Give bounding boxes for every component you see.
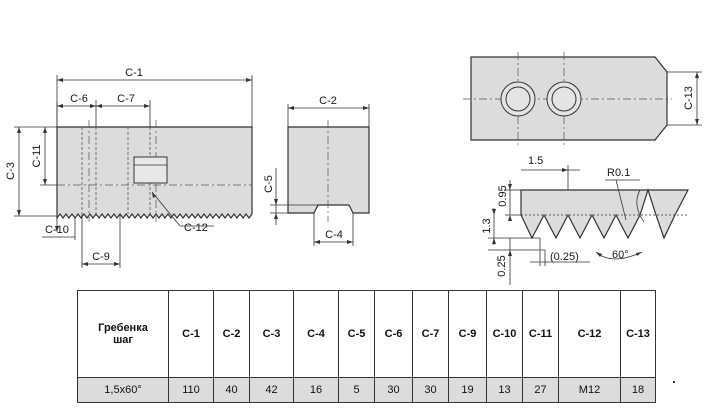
header-c2: C-2 bbox=[213, 290, 250, 378]
dim-label-c4: C-4 bbox=[325, 229, 343, 241]
header-grebenka-line2: шаг bbox=[113, 334, 133, 346]
header-c12: C-12 bbox=[558, 290, 621, 378]
cell-c13: 18 bbox=[620, 377, 656, 403]
angle-label: 60° bbox=[612, 249, 629, 261]
dim-label-c1: C-1 bbox=[125, 67, 143, 79]
header-c9: C-9 bbox=[448, 290, 487, 378]
dim-label-c13: C-13 bbox=[683, 86, 695, 110]
cell-c5: 5 bbox=[338, 377, 375, 403]
header-c1: C-1 bbox=[168, 290, 214, 378]
cell-c4: 16 bbox=[293, 377, 339, 403]
pitch-label: 1.5 bbox=[528, 155, 543, 167]
dim-label-c5: C-5 bbox=[263, 175, 275, 193]
dim-label-c2: C-2 bbox=[319, 95, 337, 107]
header-c11: C-11 bbox=[522, 290, 559, 378]
cell-c10: 13 bbox=[486, 377, 523, 403]
front-dimensions: C-1 C-6 C-7 C-3 C-11 C-10 C-9 bbox=[5, 67, 253, 268]
height-top-label: 0.95 bbox=[497, 185, 509, 206]
header-c5: C-5 bbox=[338, 290, 375, 378]
dim-label-c12: C-12 bbox=[184, 222, 208, 234]
radius-label: R0.1 bbox=[607, 167, 630, 179]
front-view bbox=[56, 120, 253, 222]
dim-label-c11: C-11 bbox=[31, 144, 43, 167]
header-c6: C-6 bbox=[374, 290, 413, 378]
header-c4: C-4 bbox=[293, 290, 339, 378]
top-view bbox=[463, 52, 672, 146]
cell-c2: 40 bbox=[213, 377, 250, 403]
cell-c1: 110 bbox=[168, 377, 214, 403]
height-total-label: 1.3 bbox=[481, 218, 493, 233]
stray-dot bbox=[673, 381, 675, 383]
dim-label-c10: C-10 bbox=[45, 224, 69, 236]
cell-c11: 27 bbox=[522, 377, 559, 403]
cell-c9: 19 bbox=[448, 377, 487, 403]
cell-c12: M12 bbox=[558, 377, 621, 403]
header-grebenka-line1: Гребенка bbox=[98, 322, 148, 334]
dim-label-c3: C-3 bbox=[5, 162, 17, 180]
dim-label-c7: C-7 bbox=[117, 93, 135, 105]
top-dimensions: C-13 bbox=[667, 71, 702, 126]
side-view bbox=[287, 120, 370, 222]
cell-grebenka: 1,5x60° bbox=[77, 377, 169, 403]
dim-label-c9: C-9 bbox=[92, 251, 110, 263]
cell-c3: 42 bbox=[249, 377, 294, 403]
header-c3: C-3 bbox=[249, 290, 294, 378]
header-c13: C-13 bbox=[620, 290, 656, 378]
cell-c7: 30 bbox=[412, 377, 449, 403]
dim-label-c6: C-6 bbox=[70, 93, 88, 105]
height-bottom-label: 0.25 bbox=[496, 255, 508, 276]
tooth-profile-detail: 1.5 R0.1 0.95 1.3 0.25 (0.25) 60° bbox=[481, 155, 689, 285]
flat-label: (0.25) bbox=[550, 251, 579, 263]
header-c10: C-10 bbox=[486, 290, 523, 378]
header-c7: C-7 bbox=[412, 290, 449, 378]
table-row: 1,5x60° 110 40 42 16 5 30 30 19 13 27 M1… bbox=[77, 377, 656, 403]
cell-c6: 30 bbox=[374, 377, 413, 403]
side-dimensions: C-2 C-5 C-4 bbox=[263, 95, 370, 246]
